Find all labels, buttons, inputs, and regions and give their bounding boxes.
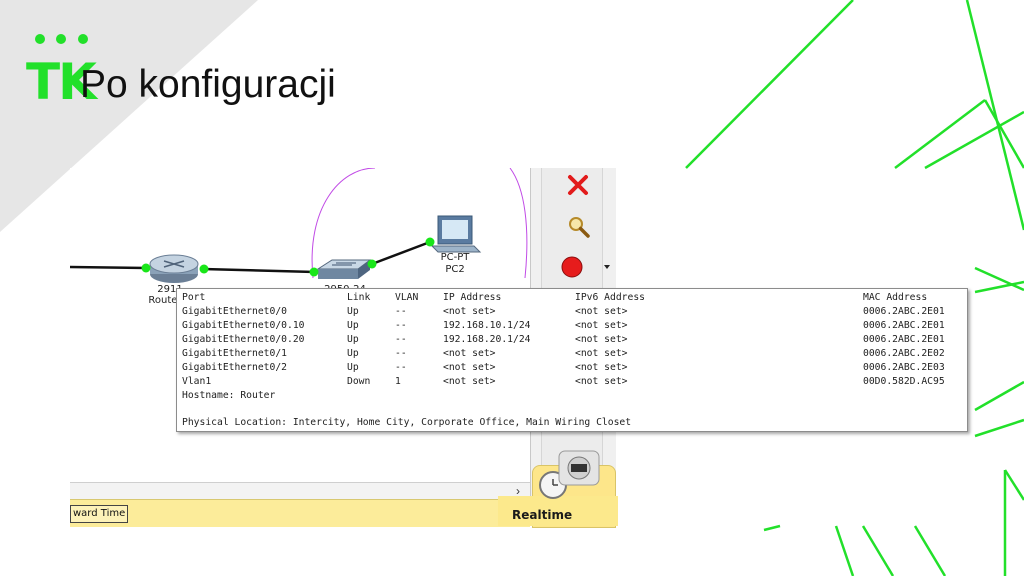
cycle-devices-icon[interactable]	[557, 449, 603, 489]
fast-forward-time-button[interactable]: ward Time	[70, 505, 129, 523]
cell-ip: <not set>	[443, 362, 496, 373]
switch-icon[interactable]	[316, 259, 372, 279]
router-name-label: Router	[148, 295, 182, 306]
cell-ipv6: <not set>	[575, 376, 628, 387]
delete-icon[interactable]	[566, 173, 590, 197]
slide-title: Po konfiguracji	[80, 63, 336, 106]
router-model-label: 2911	[157, 284, 183, 295]
cell-port: GigabitEthernet0/1	[182, 348, 287, 359]
cell-port: GigabitEthernet0/2	[182, 362, 287, 373]
table-row: GigabitEthernet0/0 Up -- <not set> <not …	[177, 306, 967, 320]
cell-ip: 192.168.10.1/24	[443, 320, 531, 331]
table-row: GigabitEthernet0/2 Up -- <not set> <not …	[177, 362, 967, 376]
simulation-time-bar: ward Time	[70, 499, 530, 527]
realtime-panel	[498, 496, 618, 526]
logo-tk: TK	[26, 53, 97, 111]
cell-mac: 00D0.582D.AC95	[863, 376, 945, 387]
pc-name-label: PC2	[445, 264, 465, 275]
cell-link: Up	[347, 348, 359, 359]
table-row: GigabitEthernet0/0.20 Up -- 192.168.20.1…	[177, 334, 967, 348]
logo-dot	[56, 34, 66, 44]
cell-ip: <not set>	[443, 348, 496, 359]
inspect-icon[interactable]	[566, 214, 592, 240]
cell-mac: 0006.2ABC.2E01	[863, 320, 945, 331]
link-status-dots	[141, 237, 435, 277]
cell-link: Up	[347, 362, 359, 373]
vlan-area-outline	[509, 168, 528, 279]
vlan-area-outline	[311, 168, 376, 279]
header-mac: MAC Address	[863, 292, 928, 303]
cable-uplink	[70, 265, 148, 270]
header-vlan: VLAN	[395, 292, 419, 303]
realtime-label: Realtime	[512, 508, 573, 522]
horizontal-scrollbar[interactable]: ›	[70, 482, 530, 499]
table-row: GigabitEthernet0/1 Up -- <not set> <not …	[177, 348, 967, 362]
cell-mac: 0006.2ABC.2E01	[863, 334, 945, 345]
pc-icon[interactable]	[430, 215, 482, 253]
topology-canvas	[70, 168, 528, 283]
cell-ip: <not set>	[443, 306, 496, 317]
cell-port: GigabitEthernet0/0	[182, 306, 287, 317]
cell-link: Up	[347, 320, 359, 331]
cell-link: Down	[347, 376, 371, 387]
cell-link: Up	[347, 334, 359, 345]
cell-ipv6: <not set>	[575, 320, 628, 331]
logo-dot	[78, 34, 88, 44]
location-line: Physical Location: Intercity, Home City,…	[177, 417, 967, 431]
header-ip: IP Address	[443, 292, 502, 303]
cell-mac: 0006.2ABC.2E02	[863, 348, 945, 359]
header-port: Port	[182, 292, 206, 303]
cell-port: GigabitEthernet0/0.20	[182, 334, 305, 345]
hostname-line: Hostname: Router	[177, 390, 967, 404]
cell-mac: 0006.2ABC.2E03	[863, 362, 945, 373]
cell-vlan: --	[395, 334, 407, 345]
table-row: GigabitEthernet0/0.10 Up -- 192.168.10.1…	[177, 320, 967, 334]
pc-model-label: PC-PT	[440, 252, 470, 263]
logo-dot	[35, 34, 45, 44]
cell-port: Vlan1	[182, 376, 212, 387]
cell-vlan: --	[395, 362, 407, 373]
cell-vlan: --	[395, 306, 407, 317]
location-text: Physical Location: Intercity, Home City,…	[182, 417, 632, 428]
cell-ip: 192.168.20.1/24	[443, 334, 531, 345]
header-ipv6: IPv6 Address	[575, 292, 645, 303]
cell-vlan: 1	[395, 376, 401, 387]
cell-port: GigabitEthernet0/0.10	[182, 320, 305, 331]
table-row: Vlan1 Down 1 <not set> <not set> 00D0.58…	[177, 376, 967, 390]
port-info-tooltip: Port Link VLAN IP Address IPv6 Address M…	[176, 288, 968, 432]
hostname-text: Hostname: Router	[182, 390, 276, 401]
router-icon[interactable]	[149, 254, 199, 283]
header-link: Link	[347, 292, 371, 303]
green-decor-lines	[685, 0, 1024, 576]
cell-ip: <not set>	[443, 376, 496, 387]
clock-icon[interactable]	[539, 471, 567, 499]
cell-link: Up	[347, 306, 359, 317]
scroll-right-icon[interactable]: ›	[516, 484, 520, 498]
cell-vlan: --	[395, 320, 407, 331]
chevron-down-icon	[604, 265, 610, 269]
cable-switch-pc	[371, 240, 431, 266]
cable-router-switch	[202, 267, 316, 274]
cell-ipv6: <not set>	[575, 306, 628, 317]
cell-ipv6: <not set>	[575, 348, 628, 359]
cell-mac: 0006.2ABC.2E01	[863, 306, 945, 317]
cell-ipv6: <not set>	[575, 334, 628, 345]
cell-vlan: --	[395, 348, 407, 359]
cell-ipv6: <not set>	[575, 362, 628, 373]
gray-corner-triangle	[0, 0, 258, 232]
add-pdu-icon[interactable]	[560, 256, 614, 280]
tooltip-header-row: Port Link VLAN IP Address IPv6 Address M…	[177, 292, 967, 306]
